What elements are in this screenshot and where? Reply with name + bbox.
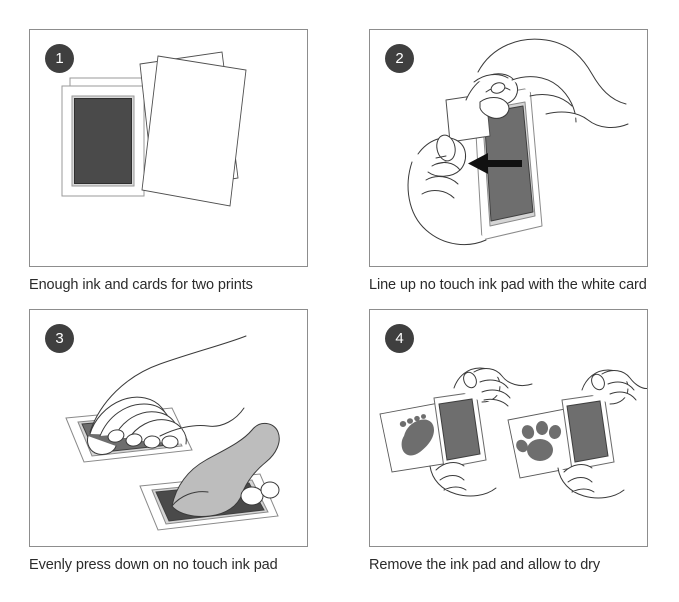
panel-grid: 1 Enough ink and cards for two prints xyxy=(29,29,650,574)
pawprint-card-group xyxy=(507,407,583,479)
direction-arrow xyxy=(468,153,522,174)
panel-1-caption: Enough ink and cards for two prints xyxy=(29,277,253,293)
footprint-stamp xyxy=(399,414,434,456)
ink-pad-front-group xyxy=(61,85,145,197)
hand-pressing-group xyxy=(87,335,247,455)
panel-step-1: 1 Enough ink and cards for two prints xyxy=(29,29,310,294)
panel-step-3: 3 Evenly press down on no touch ink pad xyxy=(29,309,310,574)
step-1-badge: 1 xyxy=(45,44,74,73)
step-2-badge: 2 xyxy=(385,44,414,73)
hand-lifting-right-group xyxy=(557,369,647,499)
foot-pressing-group xyxy=(171,423,280,517)
ink-pad-left-group xyxy=(433,391,487,469)
panel-4-caption: Remove the ink pad and allow to dry xyxy=(369,557,601,573)
hand-lower-group xyxy=(407,134,487,246)
panel-4-box: 4 xyxy=(369,309,648,547)
panel-1-illustration xyxy=(61,51,247,207)
panel-4-illustration xyxy=(379,367,647,499)
pawprint-stamp xyxy=(516,421,562,461)
panel-step-4: 4 Remove the ink pad and allow to dry xyxy=(369,309,650,574)
panel-3-illustration xyxy=(65,335,280,531)
panel-1-box: 1 xyxy=(29,29,308,267)
hand-lifting-left-group xyxy=(429,367,533,497)
panel-2-caption: Line up no touch ink pad with the white … xyxy=(369,277,647,293)
panel-3-caption: Evenly press down on no touch ink pad xyxy=(29,557,278,573)
white-card-front-group xyxy=(141,55,247,207)
ink-pad-right-group xyxy=(561,393,615,471)
panel-2-illustration xyxy=(407,38,629,246)
hand-upper-group xyxy=(465,38,629,128)
step-4-badge: 4 xyxy=(385,324,414,353)
panel-2-box: 2 xyxy=(369,29,648,267)
step-3-badge: 3 xyxy=(45,324,74,353)
panel-3-box: 3 xyxy=(29,309,308,547)
panel-step-2: 2 Line up no touch ink pad with the whit… xyxy=(369,29,650,294)
